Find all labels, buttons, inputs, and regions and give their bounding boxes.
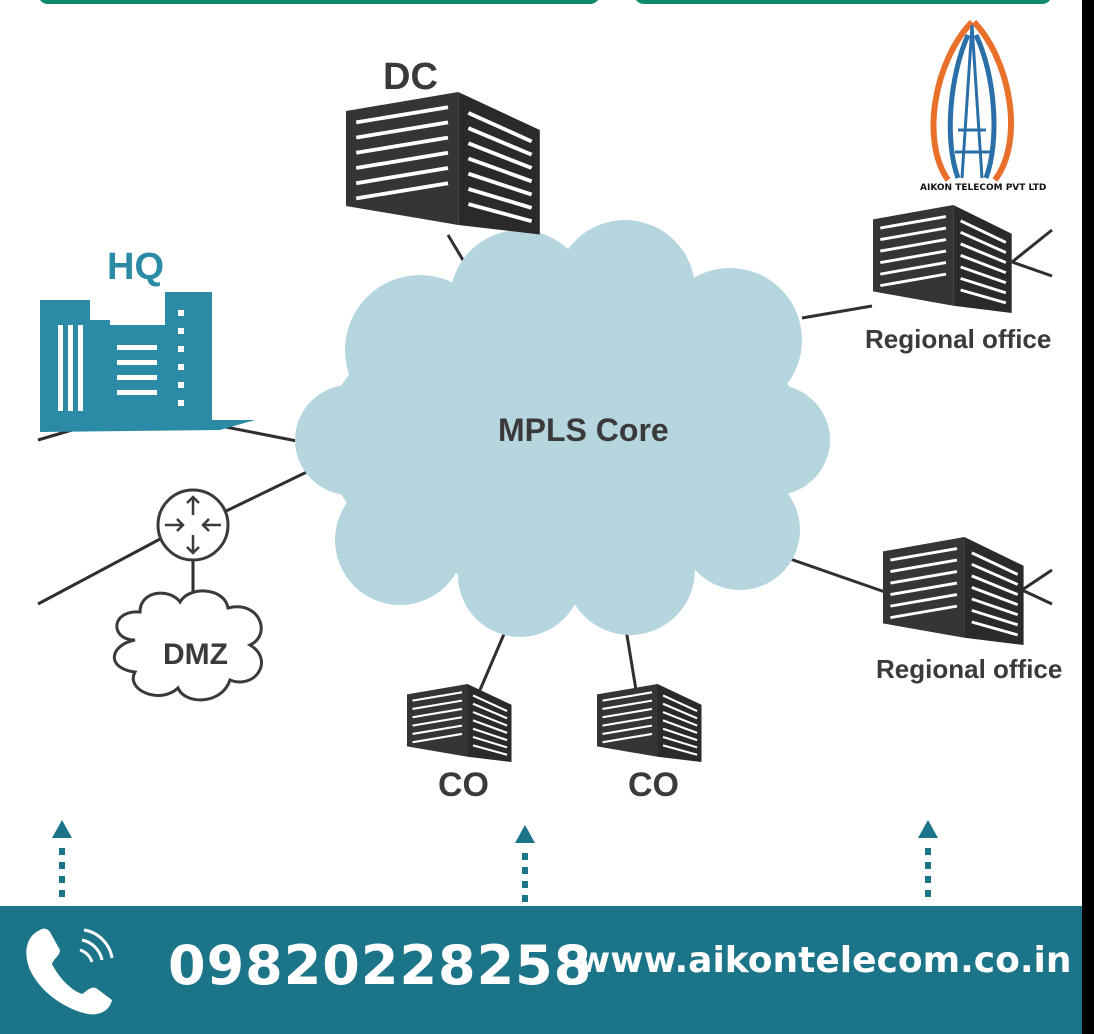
dotted-up-arrow-icon-2	[515, 825, 535, 902]
dc-building	[346, 92, 540, 235]
dmz-cloud	[112, 589, 263, 702]
dmz-label: DMZ	[163, 638, 228, 671]
tower-logo-icon	[930, 19, 1015, 182]
hq-label: HQ	[107, 246, 164, 288]
co-building-2	[595, 682, 703, 764]
regional-office-building-1	[871, 203, 1014, 315]
top-bar-right	[634, 0, 1052, 4]
router-icon	[156, 488, 230, 562]
regional-office-label-2: Regional office	[876, 654, 1063, 684]
co-building-1	[405, 682, 513, 764]
regional-office-building-2	[881, 535, 1026, 647]
mpls-core-label: MPLS Core	[498, 412, 669, 448]
contact-footer	[0, 906, 1082, 1034]
regional-office-label-1: Regional office	[865, 324, 1052, 354]
dc-label: DC	[383, 56, 438, 98]
website-link[interactable]: www.aikontelecom.co.in	[577, 940, 1072, 981]
phone-number[interactable]: 09820228258	[168, 934, 593, 997]
co-label-2: CO	[628, 766, 679, 804]
dotted-up-arrow-icon-3	[918, 820, 938, 897]
dotted-up-arrow-icon-1	[52, 820, 72, 897]
top-bar-left	[38, 0, 600, 4]
connection-lines	[37, 228, 1053, 691]
mpls-cloud	[295, 220, 830, 637]
company-name-text: AIKON TELECOM PVT LTD	[920, 183, 1047, 193]
hq-building	[40, 292, 255, 432]
co-label-1: CO	[438, 766, 489, 804]
dotted-up-arrow-icons	[52, 820, 938, 902]
